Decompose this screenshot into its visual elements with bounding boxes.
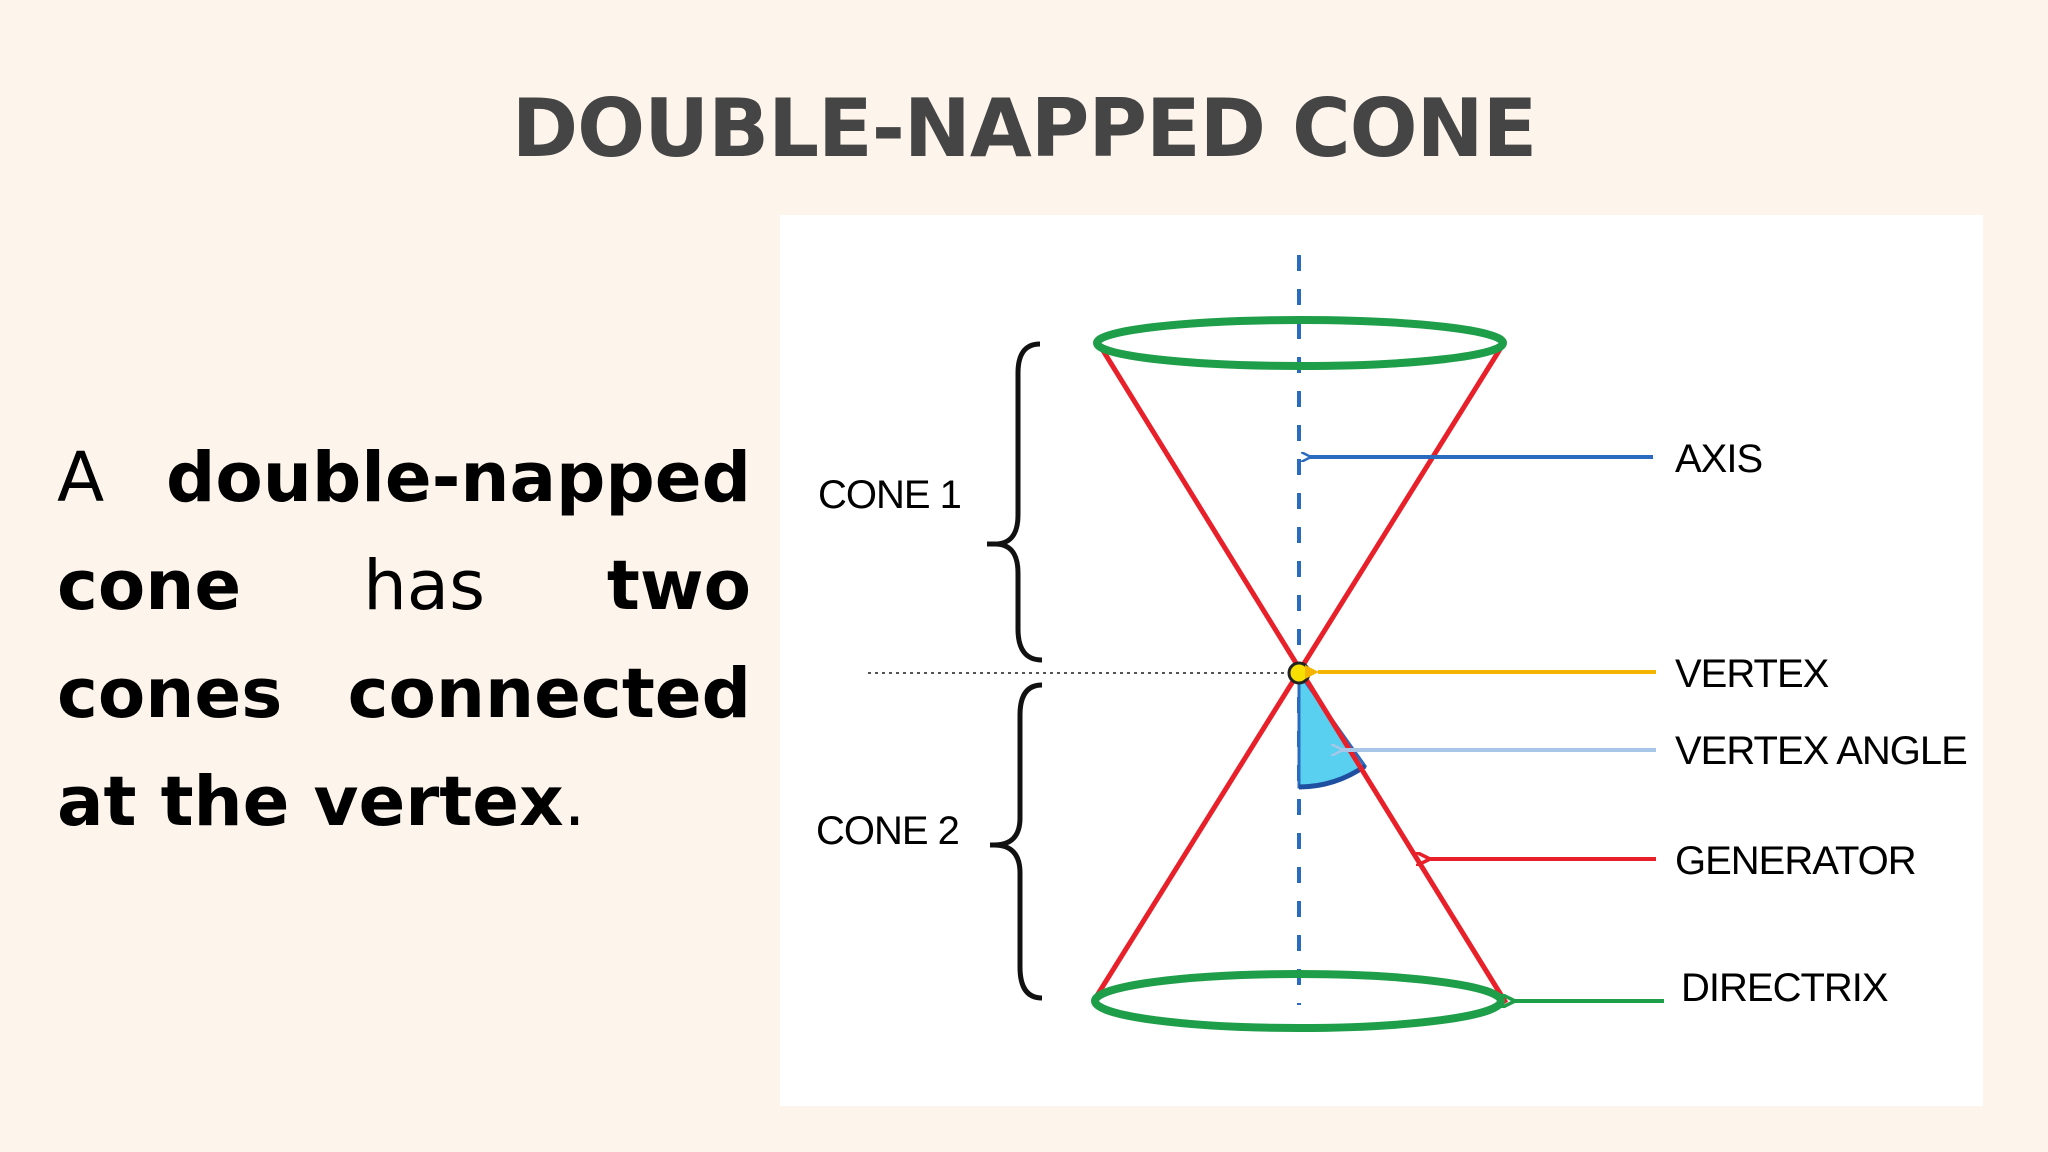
slide-title: DOUBLE-NAPPED CONE	[511, 82, 1538, 175]
generator-label: GENERATOR	[1675, 839, 1916, 883]
cone-diagram: CONE 1 CONE 2 AXIS VERTEX VERTEX ANGLE G…	[780, 215, 1983, 1106]
cone2-brace	[993, 682, 1043, 1001]
cone1-brace	[994, 341, 1043, 663]
directrix-label: DIRECTRIX	[1681, 966, 1888, 1010]
definition-text: A double-napped cone has two cones conne…	[57, 424, 751, 856]
cone2-label: CONE 2	[816, 809, 959, 853]
vertex-label: VERTEX	[1675, 652, 1829, 696]
vertex-point	[1287, 661, 1311, 685]
text-period: .	[563, 762, 586, 842]
text-has: has	[363, 546, 486, 626]
axis-label: AXIS	[1675, 437, 1762, 481]
text-two-cones-connected: two cones connected at the vertex	[57, 546, 751, 842]
vertex-angle-label: VERTEX ANGLE	[1675, 729, 1967, 773]
cone-diagram-svg: CONE 1 CONE 2 AXIS VERTEX VERTEX ANGLE G…	[816, 255, 1968, 1032]
text-article: A	[57, 438, 105, 518]
cone1-label: CONE 1	[818, 473, 961, 517]
term-double-napped-cone: double-napped cone	[57, 438, 751, 626]
top-directrix-ellipse	[1093, 316, 1507, 370]
